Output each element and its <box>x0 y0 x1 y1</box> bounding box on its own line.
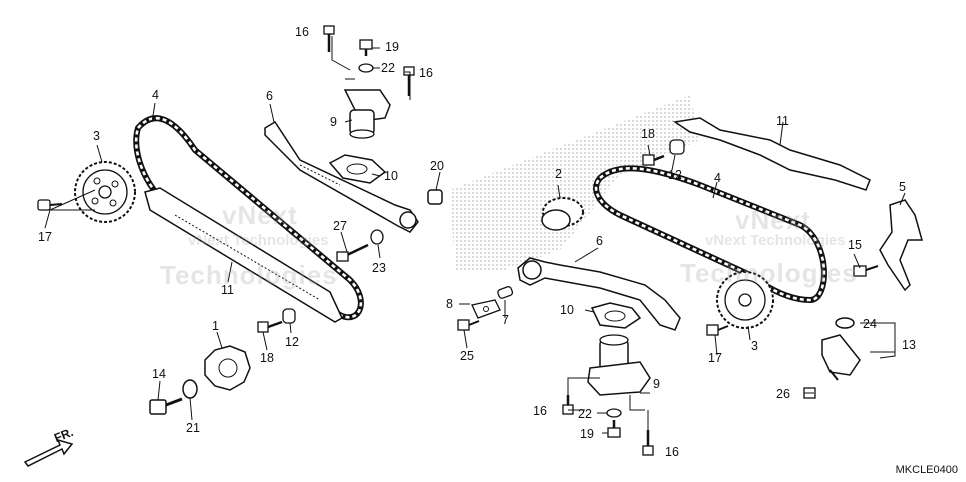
callout-3-right: 3 <box>751 339 758 353</box>
collar-12-left <box>282 308 296 324</box>
tensioner-arm-left <box>264 120 419 233</box>
plate-1 <box>204 345 251 391</box>
callout-7: 7 <box>502 313 509 327</box>
callout-18-right: 18 <box>641 127 655 141</box>
callout-4-left: 4 <box>152 88 159 102</box>
callout-24: 24 <box>863 317 877 331</box>
bolt-16-right-left <box>403 66 415 96</box>
chain-guide-left <box>144 187 343 323</box>
callout-16-top: 16 <box>295 25 309 39</box>
callout-2: 2 <box>555 167 562 181</box>
cam-chain-tensioner-right <box>587 334 651 396</box>
callout-6-right: 6 <box>596 234 603 248</box>
washer-21 <box>182 379 198 399</box>
callout-8: 8 <box>446 297 453 311</box>
washer-22-left <box>358 63 374 73</box>
bolt-14 <box>149 397 183 415</box>
callout-18-left: 18 <box>260 351 274 365</box>
bolt-15 <box>853 265 879 277</box>
washer-22-right <box>606 408 622 418</box>
callout-20: 20 <box>430 159 444 173</box>
callout-11-left: 11 <box>221 283 234 297</box>
callout-16-lower-left: 16 <box>533 404 547 418</box>
collar-12-right <box>669 139 685 155</box>
callout-13: 13 <box>902 338 916 352</box>
bolt-18-left <box>257 320 283 333</box>
callout-11-right: 11 <box>776 114 789 128</box>
bracket-5 <box>879 199 923 292</box>
callout-12-left: 12 <box>285 335 299 349</box>
callout-25: 25 <box>460 349 474 363</box>
callout-10-right: 10 <box>560 303 574 317</box>
callout-16-lower-right: 16 <box>665 445 679 459</box>
tensioner-gasket-left <box>328 154 387 184</box>
bolt-17-right <box>706 324 729 336</box>
sensor-13 <box>821 334 861 381</box>
bolt-16-top-left <box>323 25 335 52</box>
callout-17-right: 17 <box>708 351 722 365</box>
cam-sprocket-right <box>716 271 774 329</box>
callout-19-right: 19 <box>580 427 594 441</box>
callout-9-left: 9 <box>330 115 337 129</box>
bolt-19-left <box>359 39 373 56</box>
callout-4-right: 4 <box>714 171 721 185</box>
tensioner-gasket-right <box>590 302 642 329</box>
tensioner-arm-right <box>517 257 681 331</box>
callout-10-left: 10 <box>384 169 398 183</box>
plate-8 <box>471 299 501 319</box>
bolt-17-left <box>37 199 63 211</box>
bolt-16-lower-right <box>642 430 654 456</box>
callout-16-right-top: 16 <box>419 66 433 80</box>
cam-chain-right <box>593 165 827 304</box>
bolt-16-lower-left <box>562 395 574 415</box>
cam-chain-tensioner-left <box>343 89 391 139</box>
bolt-19-right <box>607 420 621 438</box>
shaded-background <box>450 95 700 270</box>
callout-15: 15 <box>848 238 862 252</box>
bolt-25 <box>457 319 480 331</box>
bolt-27 <box>336 243 369 262</box>
pin-7 <box>497 286 514 299</box>
callout-26: 26 <box>776 387 790 401</box>
callout-22-right: 22 <box>578 407 592 421</box>
callout-1: 1 <box>212 319 219 333</box>
callout-17-left: 17 <box>38 230 52 244</box>
callout-19-left: 19 <box>385 40 399 54</box>
callout-3-left: 3 <box>93 129 100 143</box>
washer-23 <box>370 229 384 245</box>
front-direction-arrow <box>23 438 74 467</box>
o-ring-24 <box>835 317 855 329</box>
callout-14: 14 <box>152 367 166 381</box>
callout-9-right: 9 <box>653 377 660 391</box>
callout-23: 23 <box>372 261 386 275</box>
cap-20 <box>427 189 443 205</box>
diagram-reference-code: MKCLE0400 <box>895 464 958 476</box>
cam-chain-left <box>133 115 364 321</box>
callout-12-right: 12 <box>668 168 682 182</box>
chain-guide-right <box>672 117 871 191</box>
leader-lines <box>44 36 906 434</box>
callout-27: 27 <box>333 219 347 233</box>
idler-gear-2 <box>541 197 584 231</box>
cam-sprocket-left <box>74 161 136 223</box>
callout-5: 5 <box>899 180 906 194</box>
callout-6-left: 6 <box>266 89 273 103</box>
callout-21: 21 <box>186 421 200 435</box>
callout-22-left: 22 <box>381 61 395 75</box>
bolt-18-right <box>642 154 665 166</box>
